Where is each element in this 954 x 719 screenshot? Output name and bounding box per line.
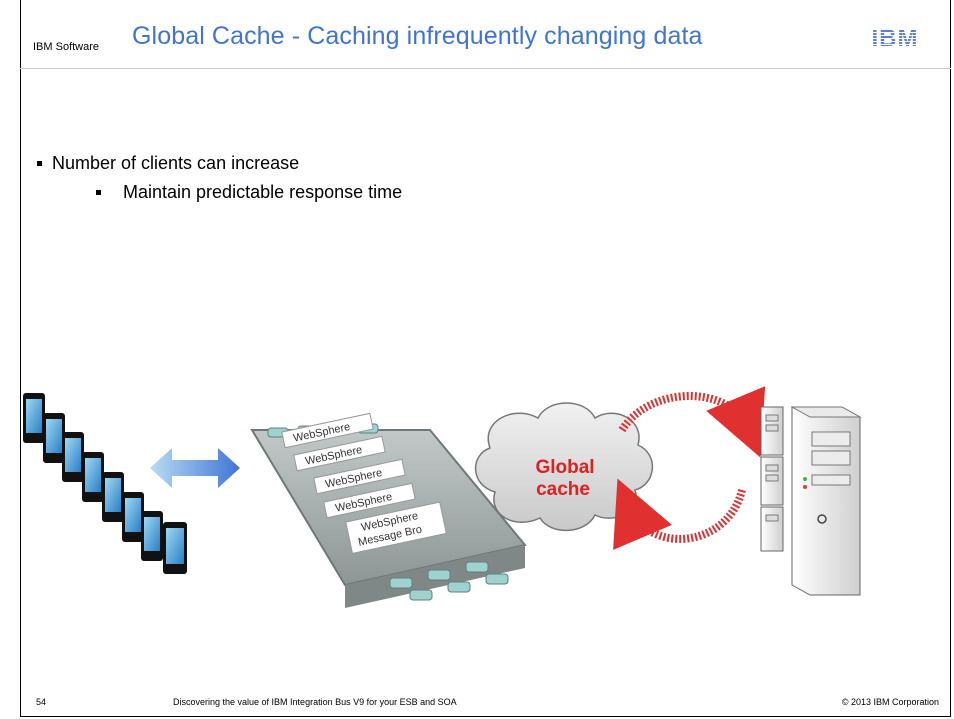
bidirectional-arrow-icon bbox=[150, 448, 240, 488]
architecture-diagram: WebSphere WebSphere WebSphere WebSphere … bbox=[23, 386, 862, 608]
svg-text:IBM: IBM bbox=[873, 25, 917, 50]
cloud-label-line2: cache bbox=[536, 479, 590, 500]
copyright-text: © 2013 IBM Corporation bbox=[841, 697, 939, 707]
phone-icon bbox=[82, 452, 104, 502]
mobile-clients bbox=[23, 393, 187, 574]
phone-icon bbox=[102, 472, 124, 522]
cache-update-arrow-icon bbox=[613, 478, 746, 550]
slide-title: Global Cache - Caching infrequently chan… bbox=[132, 22, 703, 50]
cloud-label-line1: Global bbox=[535, 457, 594, 478]
global-cache-cloud: Global cache bbox=[474, 402, 654, 532]
bullet-list: Number of clients can increase Maintain … bbox=[37, 153, 402, 203]
bullet-item: Number of clients can increase bbox=[37, 153, 402, 174]
slide-frame bbox=[20, 0, 951, 717]
phone-icon bbox=[141, 511, 163, 561]
bullet-marker-icon bbox=[96, 190, 101, 195]
phone-icon bbox=[23, 393, 45, 443]
brand-label: IBM Software bbox=[33, 41, 100, 53]
sub-bullet-item: Maintain predictable response time bbox=[96, 182, 402, 203]
bullet-marker-icon bbox=[37, 161, 42, 166]
phone-icon bbox=[163, 522, 187, 574]
header-divider bbox=[20, 68, 951, 69]
ibm-logo-icon: IBM bbox=[873, 25, 917, 50]
sub-bullet-text: Maintain predictable response time bbox=[123, 182, 403, 202]
phone-icon bbox=[62, 432, 84, 482]
bullet-text: Number of clients can increase bbox=[52, 153, 300, 173]
footer-text: Discovering the value of IBM Integration… bbox=[173, 697, 457, 707]
cache-refresh-arrow-icon bbox=[618, 386, 766, 458]
database-server-icon bbox=[760, 406, 862, 596]
phone-icon bbox=[122, 492, 144, 542]
phone-icon bbox=[43, 413, 65, 463]
message-broker-stack: WebSphere WebSphere WebSphere WebSphere … bbox=[250, 412, 527, 608]
page-number: 54 bbox=[36, 697, 47, 707]
